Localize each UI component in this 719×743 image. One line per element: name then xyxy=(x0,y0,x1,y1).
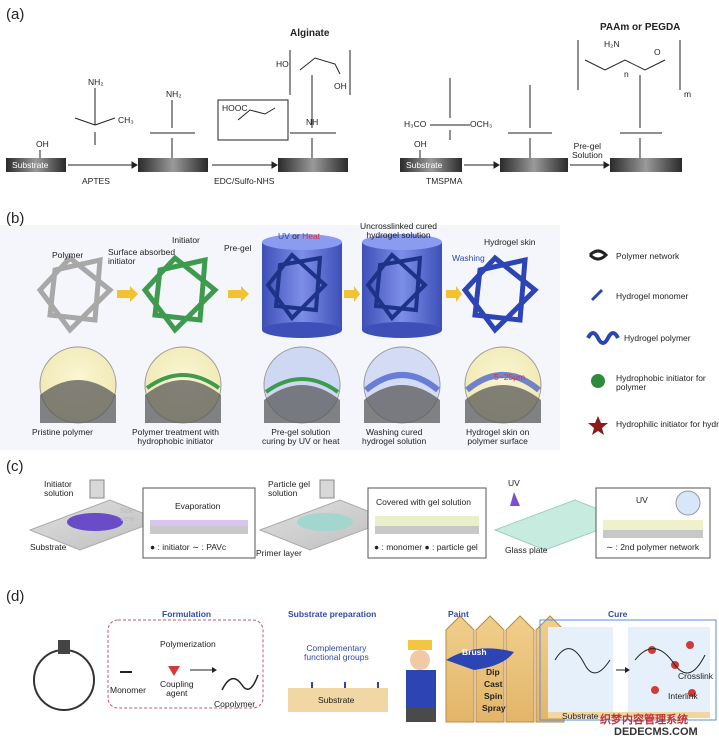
caption-2: Polymer treatment with hydrophobic initi… xyxy=(132,427,219,447)
polymer-label: Polymer xyxy=(52,250,84,260)
caption-5: Hydrogel skin on polymer surface xyxy=(466,427,530,447)
nh2-label-2: NH₂ xyxy=(166,89,182,99)
m-subscript: m xyxy=(684,89,692,99)
uv-c-label: UV xyxy=(508,478,520,488)
initiator-solution-label: Initiator solution xyxy=(44,479,74,499)
coupling-agent-label: Coupling agent xyxy=(160,679,194,699)
watermark-line2: DEDECMS.COM xyxy=(614,726,698,738)
glass-plate-label: Glass plate xyxy=(505,545,548,555)
nh-label: NH xyxy=(306,117,319,127)
paint-heading: Paint xyxy=(448,609,469,619)
h3co-label: H₃CO xyxy=(404,119,427,129)
heat-word: Heat xyxy=(302,231,321,241)
legend-hydrogel-monomer: Hydrogel monomer xyxy=(616,291,689,301)
pregel-label: Pre-gel xyxy=(224,243,252,253)
paam-label: PAAm or PEGDA xyxy=(600,22,681,33)
surface-absorbed-label: Surface absorbed initiator xyxy=(108,247,176,267)
hydrogel-skin-label: Hydrogel skin xyxy=(484,237,536,247)
caption-1: Pristine polymer xyxy=(32,427,93,437)
method-cast: Cast xyxy=(484,679,503,689)
substrate-label-2: Substrate xyxy=(406,160,443,170)
alginate-oh-label: OH xyxy=(334,81,347,91)
method-spin: Spin xyxy=(484,691,503,701)
covered-label: Covered with gel solution xyxy=(376,497,471,507)
washing-label: Washing xyxy=(452,253,485,263)
complementary-label: Complementary functional groups xyxy=(304,643,369,663)
panel-d-graphics xyxy=(33,615,717,723)
aptes-label: APTES xyxy=(82,176,110,186)
crosslink-label: Crosslink xyxy=(678,671,713,681)
pregel-cylinder xyxy=(262,234,342,338)
particle-gel-label: Particle gel solution xyxy=(268,479,311,499)
panel-c-graphics xyxy=(28,479,711,559)
substrate-prep-heading: Substrate preparation xyxy=(288,609,377,619)
oh-label-1: OH xyxy=(36,139,49,149)
or-word: or xyxy=(289,231,303,241)
caption-3: Pre-gel solution curing by UV or heat xyxy=(262,427,340,447)
primer-label: Primer layer xyxy=(256,548,302,558)
cure-heading: Cure xyxy=(608,609,628,619)
hooc-label: HOOC xyxy=(222,103,248,113)
legend-polymer-network: Polymer network xyxy=(616,251,680,261)
uv-word: UV xyxy=(278,231,290,241)
panel-label-b: (b) xyxy=(6,210,25,227)
substrate-bar-4 xyxy=(400,158,462,172)
uncrosslinked-cylinder xyxy=(362,234,442,338)
ch3-label: CH₃ xyxy=(118,115,134,125)
caption-4: Washing cured hydrogel solution xyxy=(362,427,427,447)
och3-label: OCH₃ xyxy=(470,119,493,129)
formulation-heading: Formulation xyxy=(162,609,212,619)
blue-star-frame xyxy=(461,254,539,334)
panel-label-a: (a) xyxy=(6,6,25,23)
pregel-solution-label: Pre-gel Solution xyxy=(572,141,603,161)
polymerization-label: Polymerization xyxy=(160,639,216,649)
o-label: O xyxy=(654,47,661,57)
legend-icons xyxy=(586,249,620,435)
gray-star-frame xyxy=(36,254,114,334)
substrate-bar-6 xyxy=(610,158,682,172)
h2n-label: H₂N xyxy=(604,39,620,49)
ho-label: HO xyxy=(276,59,289,69)
initiator-label: Initiator xyxy=(172,235,200,245)
oh-label-2: OH xyxy=(414,139,427,149)
method-spray: Spray xyxy=(482,703,506,713)
n-subscript: n xyxy=(624,69,629,79)
watermark-line1: 织梦内容管理系统 xyxy=(600,714,688,726)
monomer-legend-label: ● : monomer ● : particle gel xyxy=(374,542,478,552)
alginate-label: Alginate xyxy=(290,28,330,39)
tmspma-label: TMSPMA xyxy=(426,176,463,186)
substrate-d-label: Substrate xyxy=(318,695,355,705)
substrate-c-label: Substrate xyxy=(30,542,67,552)
green-star-frame xyxy=(141,254,219,334)
interlink-label: Interlink xyxy=(668,691,698,701)
monomer-label: Monomer xyxy=(110,685,146,695)
thickness-label: 5~25μm xyxy=(494,372,526,382)
legend-hydrogel-polymer: Hydrogel polymer xyxy=(624,333,691,343)
substrate-bar-1 xyxy=(6,158,66,172)
legend-hydrophilic-initiator: Hydrophilic initiator for hydrogel xyxy=(616,419,719,429)
uncrosslinked-label: Uncrosslinked cured hydrogel solution xyxy=(360,221,438,241)
panel-b-graphics xyxy=(0,225,620,450)
panel-label-d: (d) xyxy=(6,588,25,605)
edc-label: EDC/Sulfo-NHS xyxy=(214,176,275,186)
cure-substrate-label: Substrate xyxy=(562,711,599,721)
panel-label-c: (c) xyxy=(6,458,24,475)
substrate-bar-2 xyxy=(138,158,208,172)
copolymer-label: Copolymer xyxy=(214,699,256,709)
second-network-label: ∼ : 2nd polymer network xyxy=(606,542,700,552)
initiator-legend-label: ● : initiator ∼ : PAVc xyxy=(150,542,227,552)
nh2-label-1: NH₂ xyxy=(88,77,104,87)
uv-heat-label: UV or Heat xyxy=(278,231,321,241)
brush-label: Brush xyxy=(462,647,487,657)
evaporation-label: Evaporation xyxy=(175,501,221,511)
side-view-label: Side view xyxy=(120,508,135,523)
substrate-bar-5 xyxy=(500,158,568,172)
substrate-label-1: Substrate xyxy=(12,160,49,170)
panel-a-graphics xyxy=(6,40,682,172)
uv-inset-label: UV xyxy=(636,495,648,505)
substrate-bar-3 xyxy=(278,158,348,172)
legend-hydrophobic-initiator: Hydrophobic initiator for polymer xyxy=(616,373,706,393)
method-dip: Dip xyxy=(486,667,500,677)
